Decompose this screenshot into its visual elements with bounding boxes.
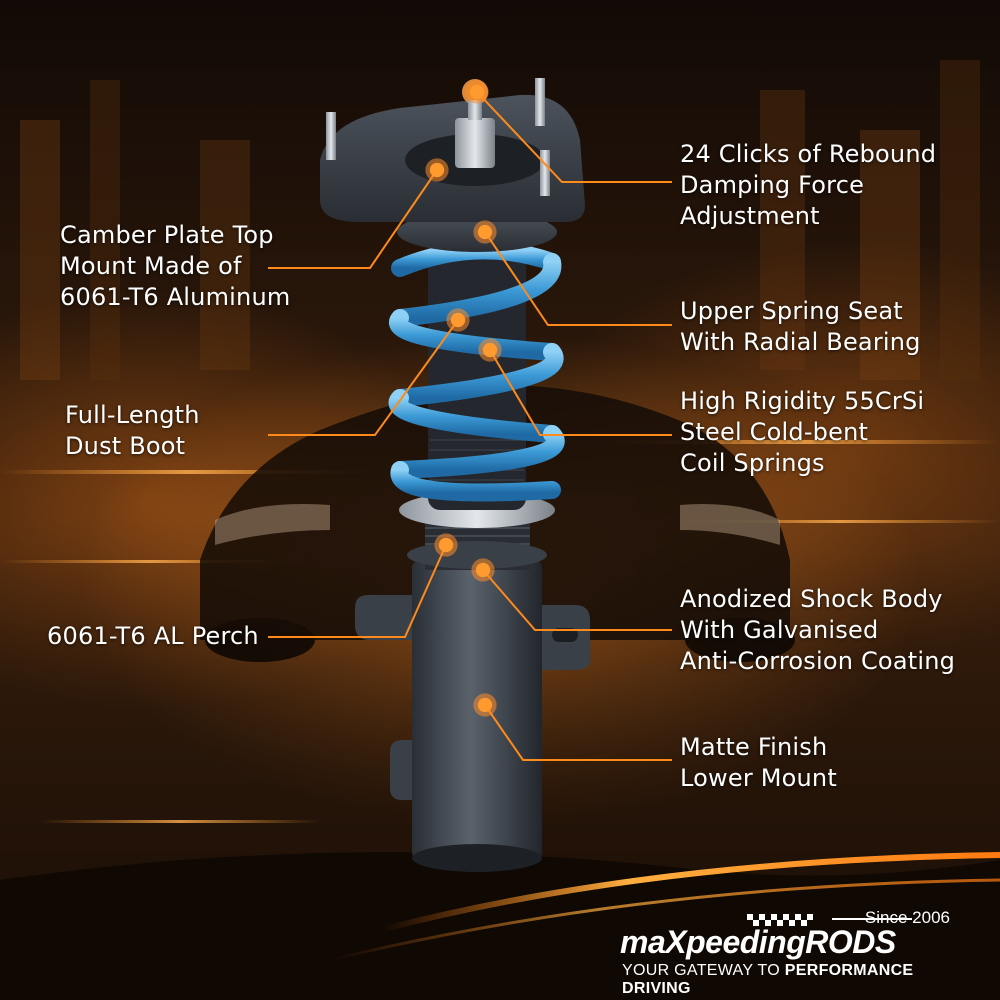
callout-line: Mount Made of <box>60 252 242 280</box>
since-divider <box>832 918 912 920</box>
callout-dust-boot: Full-Length Dust Boot <box>65 400 200 462</box>
callout-line: Dust Boot <box>65 432 186 460</box>
city-lights <box>20 60 980 380</box>
speed-streaks <box>0 440 1000 823</box>
since-year: Since 2006 <box>864 908 950 927</box>
brand-suffix: RODS <box>805 924 896 960</box>
callout-line: With Galvanised <box>680 616 879 644</box>
coil-spring <box>388 241 565 502</box>
checkered-flag-icon <box>747 914 813 926</box>
callout-line: With Radial Bearing <box>680 328 921 356</box>
callout-rebound-damping: 24 Clicks of Rebound Damping Force Adjus… <box>680 139 936 232</box>
callout-leaders <box>268 91 672 761</box>
callout-shock-body: Anodized Shock Body With Galvanised Anti… <box>680 584 955 677</box>
callout-line: Upper Spring Seat <box>680 297 903 325</box>
callout-line: Anti-Corrosion Coating <box>680 647 956 675</box>
callout-line: 6061-T6 Aluminum <box>60 283 291 311</box>
callout-line: High Rigidity 55CrSi <box>680 387 925 415</box>
camber-plate <box>320 78 585 222</box>
callout-line: Lower Mount <box>680 764 837 792</box>
callout-line: Full-Length <box>65 401 200 429</box>
brand-prefix: maX <box>620 924 687 960</box>
callout-line: Damping Force <box>680 171 865 199</box>
brand-wordmark: maXpeedingRODS <box>620 924 896 961</box>
tagline-plain: YOUR GATEWAY TO <box>622 962 785 979</box>
callout-coil-springs: High Rigidity 55CrSi Steel Cold-bent Coi… <box>680 386 924 479</box>
callout-dot-icon <box>445 307 471 333</box>
callout-line: Matte Finish <box>680 733 828 761</box>
callout-upper-spring-seat: Upper Spring Seat With Radial Bearing <box>680 296 921 358</box>
callout-line: Coil Springs <box>680 449 825 477</box>
brand-tagline: YOUR GATEWAY TO PERFORMANCE DRIVING <box>622 962 962 998</box>
callout-dot-icon <box>470 557 496 583</box>
callout-line: Camber Plate Top <box>60 221 274 249</box>
callout-line: 24 Clicks of Rebound <box>680 140 937 168</box>
callout-dot-icon <box>433 532 459 558</box>
tagline-bold: PERFORMANCE DRIVING <box>622 962 914 997</box>
callout-line: 6061-T6 AL Perch <box>47 622 259 650</box>
callout-line: Steel Cold-bent <box>680 418 869 446</box>
callout-dot-icon <box>472 219 498 245</box>
callout-dot-icon <box>464 79 490 105</box>
brand-mid: peeding <box>686 924 806 960</box>
callout-line: Adjustment <box>680 202 820 230</box>
callout-line: Anodized Shock Body <box>680 585 943 613</box>
callout-lower-mount: Matte Finish Lower Mount <box>680 732 837 794</box>
callout-dot-icon <box>477 337 503 363</box>
lower-body <box>355 520 590 872</box>
brand-logo: Since 2006 maXpeedingRODS YOUR GATEWAY T… <box>612 908 962 997</box>
callout-perch: 6061-T6 AL Perch <box>47 621 259 652</box>
callout-dot-icon <box>424 157 450 183</box>
callout-dot-icon <box>472 692 498 718</box>
callout-camber-plate: Camber Plate Top Mount Made of 6061-T6 A… <box>60 220 290 313</box>
